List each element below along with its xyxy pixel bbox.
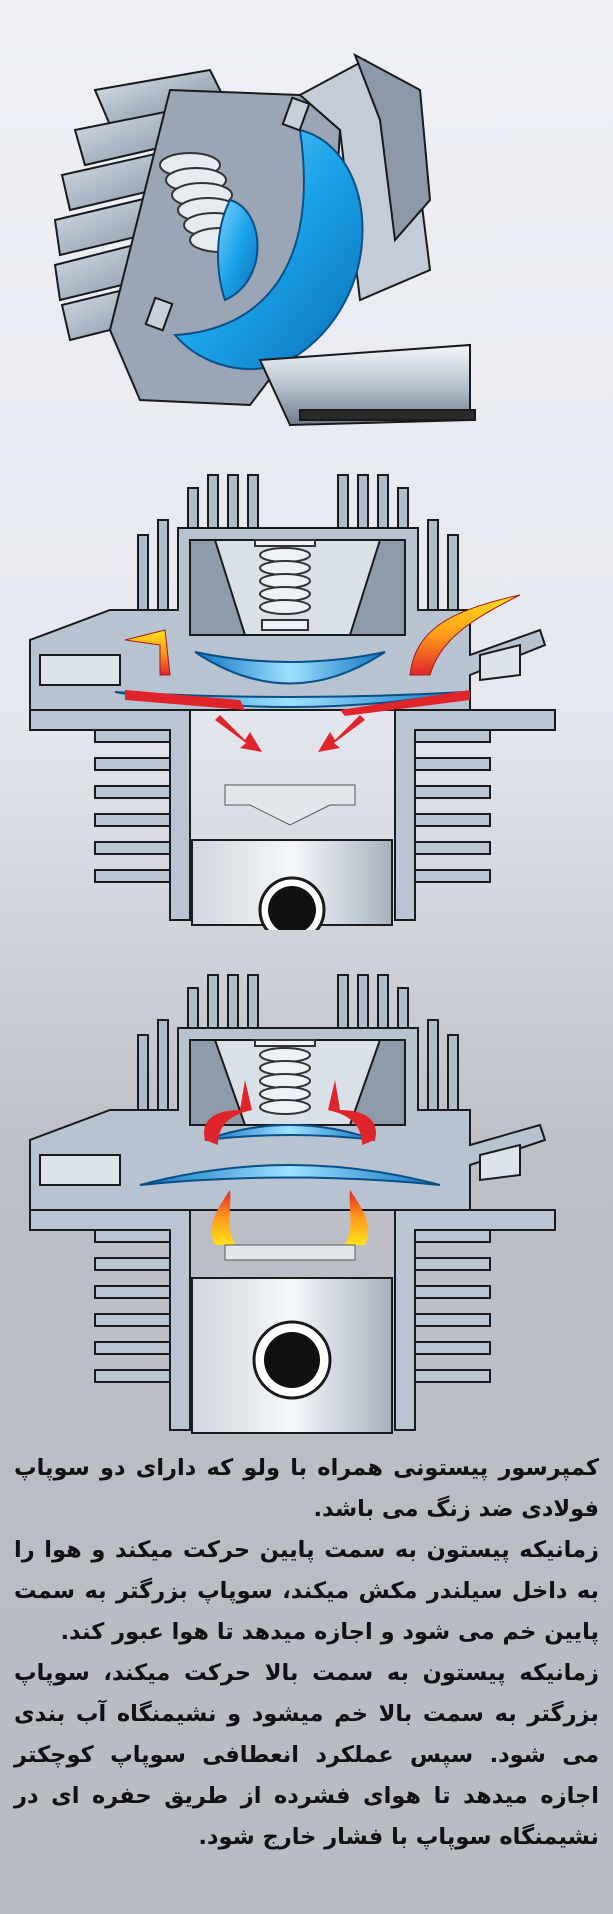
spring-icon: [159, 152, 251, 253]
spring-icon: [254, 1039, 316, 1115]
cylinder-walls: [29, 1209, 556, 1431]
valve-disc-large: [139, 1164, 441, 1186]
valve-disc-large: [172, 128, 364, 371]
piston-direction-arrow: [224, 1244, 356, 1261]
caption-paragraph-2: زمانیکه پیستون به سمت پایین حرکت میکند و…: [14, 1537, 599, 1645]
caption-paragraph-1: کمپرسور پیستونی همراه با ولو که دارای دو…: [14, 1455, 599, 1522]
air-direction-arrows: [215, 715, 365, 752]
intake-air-flow: [124, 594, 521, 716]
caption-paragraph-3: زمانیکه پیستون به سمت بالا حرکت میکند، س…: [14, 1660, 599, 1850]
valve-assembly-cutaway: [53, 52, 476, 427]
piston-direction-arrow: [224, 784, 356, 826]
valve-disc-small: [194, 651, 386, 685]
compression-stroke-diagram: [29, 974, 556, 1434]
description-text: کمپرسور پیستونی همراه با ولو که دارای دو…: [14, 1448, 599, 1858]
exhaust-air-flow: [204, 1080, 376, 1245]
cooling-fins: [137, 474, 459, 611]
cylinder-walls: [29, 709, 556, 921]
intake-stroke-diagram: [29, 474, 556, 930]
piston-rod: [258, 343, 476, 427]
bolt-icon: [144, 96, 311, 332]
spring-icon: [254, 539, 316, 631]
piston: [191, 1277, 393, 1434]
piston: [191, 839, 393, 930]
